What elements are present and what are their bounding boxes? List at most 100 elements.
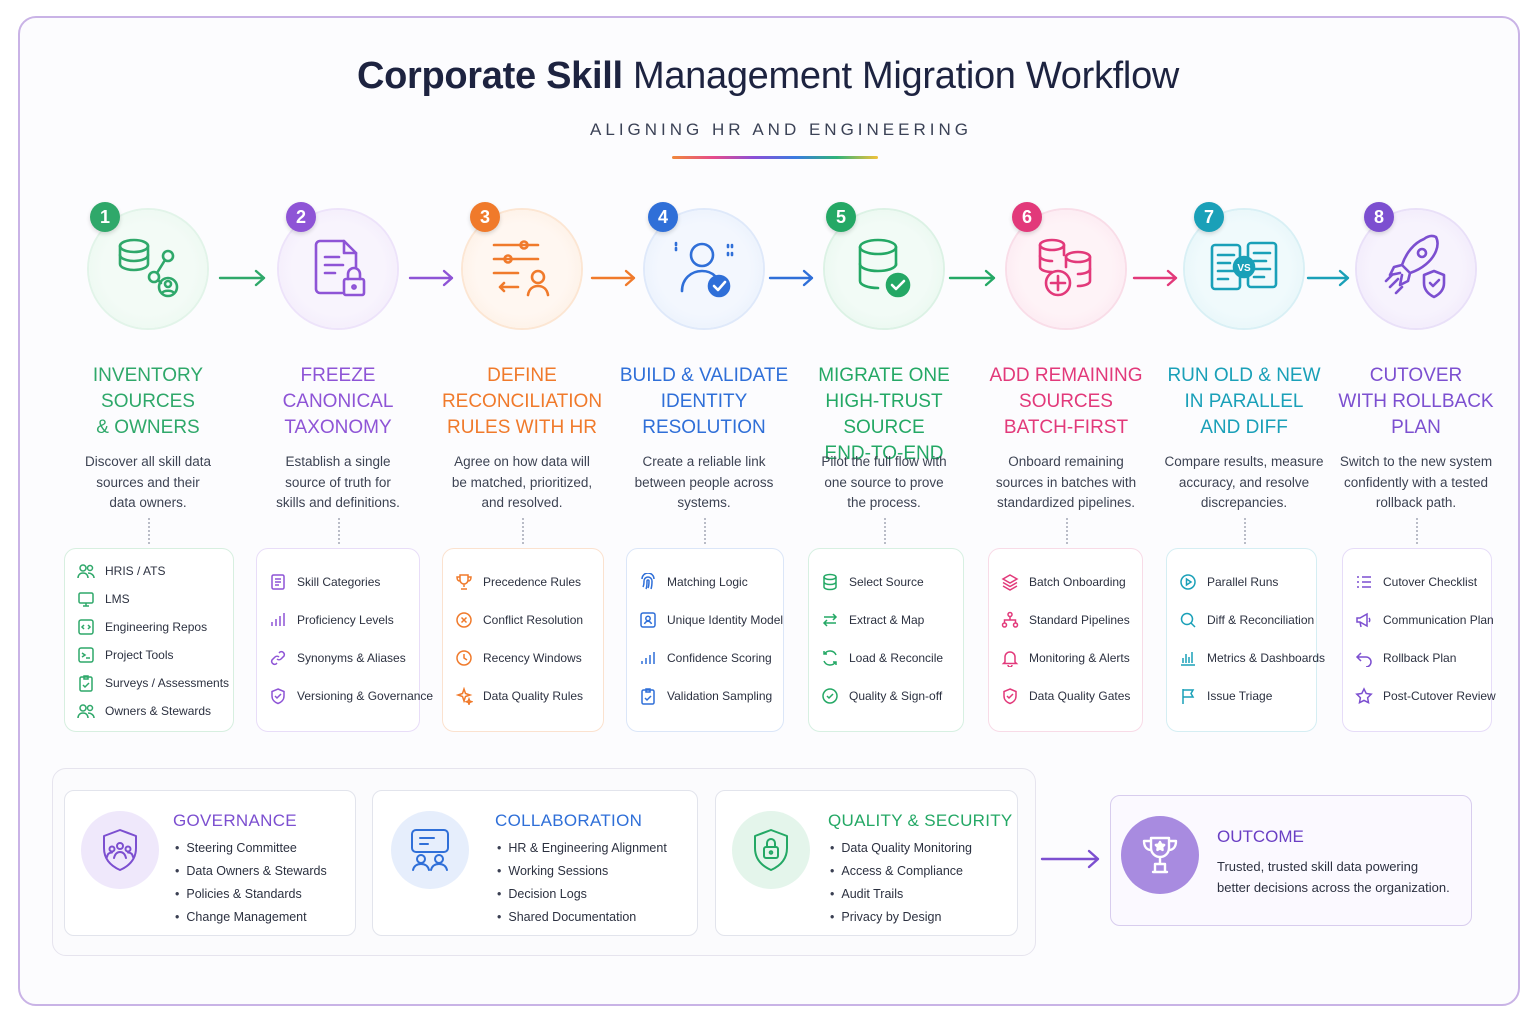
list-item: Synonyms & Aliases xyxy=(269,639,419,677)
signal-bars-icon xyxy=(641,652,655,664)
pillar-list: Data Quality Monitoring Access & Complia… xyxy=(830,837,972,929)
step-number-badge: 4 xyxy=(648,202,678,232)
shield-people-icon xyxy=(81,811,159,889)
list-item: Diff & Reconciliation xyxy=(1179,601,1316,639)
terminal-icon xyxy=(78,647,94,663)
connector-dots xyxy=(884,518,886,544)
clipboard-check-icon xyxy=(79,675,93,692)
step-4-detail-card: Matching Logic Unique Identity Model Con… xyxy=(626,548,784,732)
pipeline-icon xyxy=(1001,611,1019,628)
star-icon xyxy=(1355,687,1373,705)
chart-bars-icon xyxy=(1181,652,1195,666)
megaphone-icon xyxy=(1356,612,1371,628)
step-number-badge: 6 xyxy=(1012,202,1042,232)
pillar-title: QUALITY & SECURITY xyxy=(828,811,1013,830)
bell-icon xyxy=(1001,651,1019,667)
flow-arrow xyxy=(590,268,638,288)
checklist-icon xyxy=(1357,576,1371,588)
step-1-detail-card: HRIS / ATS LMS Engineering Repos Project… xyxy=(64,548,234,732)
list-item: Privacy by Design xyxy=(830,906,972,929)
list-item: Recency Windows xyxy=(455,639,603,677)
list-item: Issue Triage xyxy=(1179,677,1316,715)
step-3-detail-card: Precedence Rules Conflict Resolution Rec… xyxy=(442,548,604,732)
list-item: Access & Compliance xyxy=(830,860,972,883)
refresh-icon xyxy=(823,650,837,666)
connector-dots xyxy=(522,518,524,544)
list-item: Project Tools xyxy=(77,641,233,669)
flag-icon xyxy=(1182,689,1195,704)
shield-lock-icon xyxy=(732,811,810,889)
quality-security-pillar: QUALITY & SECURITY Data Quality Monitori… xyxy=(715,790,1018,936)
list-item: Unique Identity Model xyxy=(639,601,783,639)
link-icon xyxy=(270,650,286,666)
list-item: Skill Categories xyxy=(269,563,419,601)
list-item: Load & Reconcile xyxy=(821,639,963,677)
outcome-arrow xyxy=(1040,848,1102,875)
list-item: Surveys / Assessments xyxy=(77,669,233,697)
list-item: Cutover Checklist xyxy=(1355,563,1491,601)
step-number-badge: 7 xyxy=(1194,202,1224,232)
step-number-badge: 2 xyxy=(286,202,316,232)
title-underline xyxy=(672,156,878,159)
list-item: Data Owners & Stewards xyxy=(175,860,326,883)
step-5-detail-card: Select Source Extract & Map Load & Recon… xyxy=(808,548,964,732)
badge-check-icon xyxy=(822,688,838,704)
list-item: Precedence Rules xyxy=(455,563,603,601)
connector-dots xyxy=(338,518,340,544)
x-circle-icon xyxy=(456,612,472,628)
governance-pillar: GOVERNANCE Steering Committee Data Owner… xyxy=(64,790,356,936)
list-item: Parallel Runs xyxy=(1179,563,1316,601)
step-number-badge: 8 xyxy=(1364,202,1394,232)
shield-check-icon xyxy=(1003,688,1017,705)
list-item: Extract & Map xyxy=(821,601,963,639)
pillar-list: HR & Engineering Alignment Working Sessi… xyxy=(497,837,667,929)
list-item: HR & Engineering Alignment xyxy=(497,837,666,860)
list-item: Data Quality Rules xyxy=(455,677,603,715)
step-number-badge: 3 xyxy=(470,202,500,232)
list-item: Standard Pipelines xyxy=(1001,601,1142,639)
connector-dots xyxy=(704,518,706,544)
list-item: Data Quality Gates xyxy=(1001,677,1142,715)
collaboration-pillar: COLLABORATION HR & Engineering Alignment… xyxy=(372,790,698,936)
list-item: Policies & Standards xyxy=(175,883,327,906)
flow-arrow xyxy=(1306,268,1352,288)
flow-arrow xyxy=(1132,268,1180,288)
list-item: Validation Sampling xyxy=(639,677,783,715)
database-icon xyxy=(823,573,837,591)
list-item: Quality & Sign-off xyxy=(821,677,963,715)
list-item: Working Sessions xyxy=(497,860,667,883)
code-icon xyxy=(78,619,94,635)
fingerprint-icon xyxy=(641,573,655,590)
layers-icon xyxy=(1001,574,1019,591)
people-icon xyxy=(77,564,95,579)
connector-dots xyxy=(1244,518,1246,544)
list-item: Data Quality Monitoring xyxy=(830,837,972,860)
list-item: Rollback Plan xyxy=(1355,639,1491,677)
connector-dots xyxy=(1066,518,1068,544)
list-item: Audit Trails xyxy=(830,883,972,906)
list-doc-icon xyxy=(271,574,285,590)
list-item: Shared Documentation xyxy=(497,906,667,929)
